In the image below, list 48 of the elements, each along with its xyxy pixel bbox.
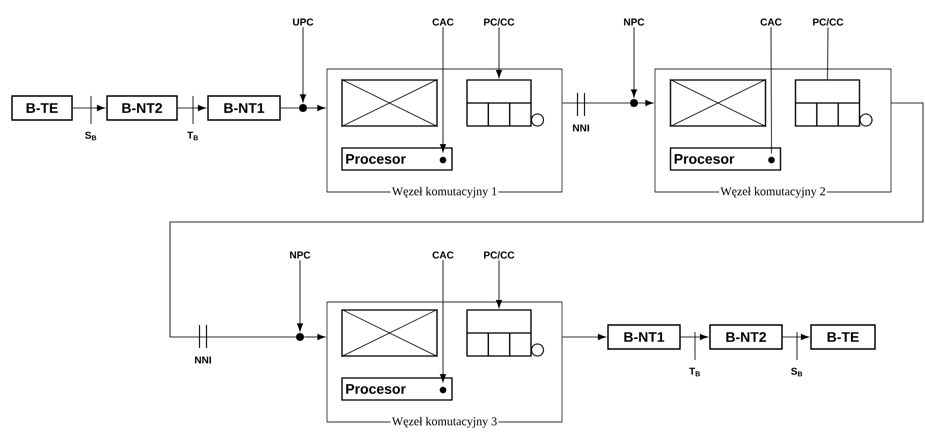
control-label: CAC: [432, 18, 454, 26]
terminal-box: B-TE: [11, 95, 73, 121]
control-label: NPC: [290, 251, 310, 259]
control-label: UPC: [293, 18, 314, 26]
connector-arrow: [496, 260, 502, 308]
junction-dot: [630, 99, 638, 107]
connector-arrow: [782, 334, 809, 340]
terminal-box: B-NT2: [106, 95, 178, 121]
connector-arrow: [296, 260, 304, 332]
connector-arrow: [440, 260, 446, 382]
control-label: NPC: [624, 18, 644, 26]
connector-arrow: [177, 104, 206, 112]
interface-label: S$_{B}$: [791, 368, 802, 376]
junction-dot: [299, 104, 307, 112]
processor-box: Procesor: [670, 147, 782, 171]
control-label: PC/CC: [813, 18, 844, 26]
interface-label: T$_{B}$: [187, 132, 198, 140]
connector-arrow: [300, 26, 306, 102]
switch-fabric-drawing: [669, 78, 767, 128]
processor-box: Procesor: [341, 147, 453, 171]
control-label: CAC: [432, 251, 454, 259]
interface-label: NNI: [573, 124, 589, 132]
processor-box: Procesor: [341, 377, 453, 401]
queue-drawing: [466, 79, 544, 127]
terminal-box: B-NT1: [607, 324, 681, 350]
connector-arrow: [638, 100, 654, 106]
connector-arrow: [496, 26, 502, 78]
control-label: PC/CC: [484, 18, 514, 26]
switch-fabric-drawing: [340, 78, 438, 128]
connector-arrow: [304, 334, 326, 340]
connector-arrow: [72, 104, 105, 112]
connector-arrow: [680, 334, 708, 340]
terminal-box: B-NT2: [709, 324, 783, 350]
junction-dot: [296, 333, 304, 341]
terminal-box: B-TE: [810, 324, 876, 350]
queue-drawing: [466, 309, 544, 357]
control-label: PC/CC: [484, 251, 514, 259]
connector-arrow: [306, 104, 326, 112]
connector-arrow: [440, 26, 446, 152]
terminal-box: B-NT1: [207, 95, 281, 121]
switch-fabric-drawing: [340, 308, 438, 358]
connector-arrow: [562, 334, 606, 340]
control-label: CAC: [760, 18, 782, 26]
connector-arrow: [630, 26, 638, 98]
interface-label: T$_{B}$: [689, 368, 700, 376]
queue-drawing: [794, 79, 873, 127]
interface-label: S$_{B}$: [85, 132, 96, 140]
interface-label: NNI: [195, 356, 211, 364]
